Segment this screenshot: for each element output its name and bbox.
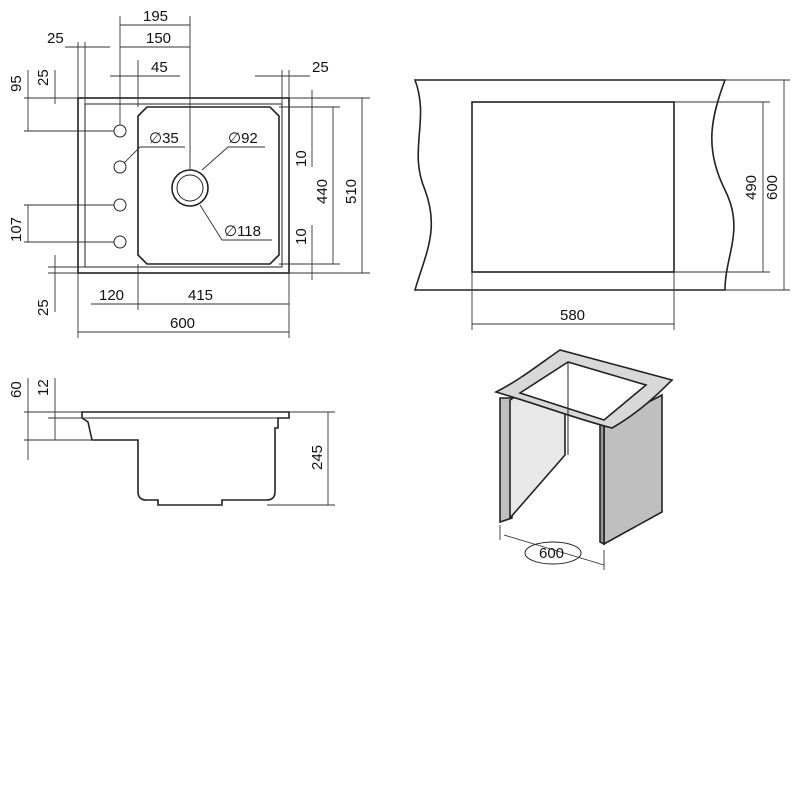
dim-600-iso: 600 (539, 545, 564, 562)
cabinet-isometric: 600 (493, 349, 674, 570)
cabinet-front-view: 490 600 580 (413, 79, 790, 330)
tap-hole (113, 124, 127, 138)
dim-10-top: 10 (293, 150, 310, 167)
dim-245: 245 (309, 445, 326, 470)
tap-hole (113, 198, 127, 212)
dim-600-top: 600 (170, 315, 195, 332)
dim-120: 120 (99, 287, 124, 304)
sink-bowl (137, 106, 280, 265)
dia-92: ∅92 (228, 130, 258, 147)
dim-107: 107 (8, 217, 25, 242)
tap-hole (113, 235, 127, 249)
sink-outer-rim (77, 97, 290, 274)
sink-side-section: 60 12 245 (8, 378, 335, 506)
dim-60: 60 (8, 381, 25, 398)
dim-600-right: 600 (764, 175, 781, 200)
dim-440: 440 (314, 179, 331, 204)
dim-25-bottom: 25 (35, 299, 52, 316)
dim-580: 580 (560, 307, 585, 324)
dim-25-top: 25 (47, 30, 64, 47)
dim-12: 12 (35, 379, 52, 396)
dim-195: 195 (143, 8, 168, 25)
tap-hole (113, 160, 127, 174)
sink-section-outline (81, 411, 290, 506)
countertop-outline (413, 79, 735, 291)
dim-25-left: 25 (35, 69, 52, 86)
dia-35: ∅35 (149, 130, 179, 147)
sink-top-view: 195 150 25 45 25 95 25 107 25 (8, 8, 370, 338)
dim-150: 150 (146, 30, 171, 47)
cutout-rect (471, 101, 675, 273)
dim-95: 95 (8, 75, 25, 92)
dim-510: 510 (343, 179, 360, 204)
drain-inner (176, 174, 204, 202)
cabinet-cutout (518, 361, 648, 421)
dim-490: 490 (743, 175, 760, 200)
iso-dim-oval (524, 541, 582, 565)
dim-25-right: 25 (312, 59, 329, 76)
cabinet-right-edge (599, 424, 605, 546)
dia-118: ∅118 (224, 223, 261, 240)
cabinet-left-panel (499, 397, 513, 524)
sink-inner-rim (84, 103, 283, 268)
dim-10-bottom: 10 (293, 228, 310, 245)
dim-45: 45 (151, 59, 168, 76)
dim-415: 415 (188, 287, 213, 304)
